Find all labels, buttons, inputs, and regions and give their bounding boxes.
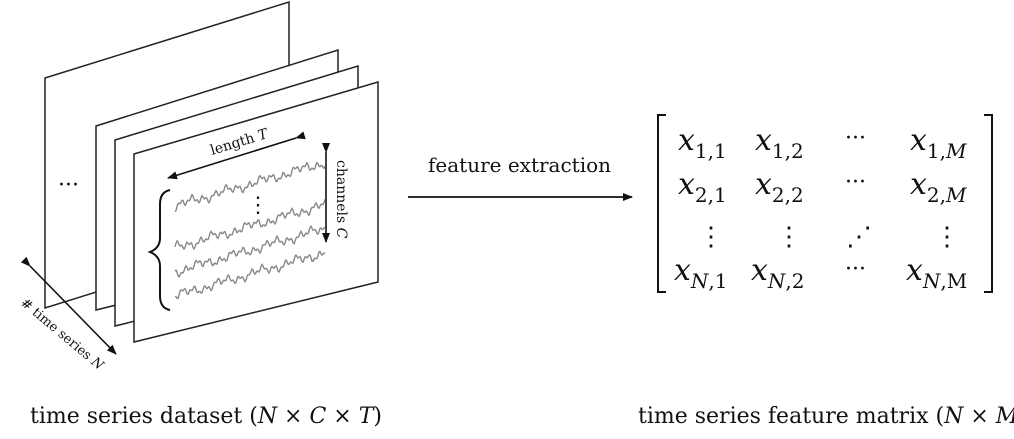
dataset-caption: time series dataset (N × C × T) xyxy=(30,404,383,429)
matrix-entry-1-1: x1,1 xyxy=(678,123,727,163)
matrix-hdots-2: ··· xyxy=(845,170,866,195)
time-series-line-4 xyxy=(174,250,326,300)
matrix-right-bracket xyxy=(984,114,993,293)
matrix-vdots-1: ⋮ xyxy=(698,222,724,252)
panel-ellipsis: ··· xyxy=(58,173,79,198)
matrix-hdots-1: ··· xyxy=(845,126,866,151)
num-series-label: # time series N xyxy=(17,296,106,374)
channel-brace xyxy=(147,189,171,311)
matrix-vdots-m: ⋮ xyxy=(934,222,960,252)
matrix-left-bracket xyxy=(657,114,666,293)
matrix-entry-2-2: x2,2 xyxy=(755,167,804,207)
feature-extraction-label: feature extraction xyxy=(428,153,611,177)
matrix-entry-1-m: x1,M xyxy=(910,123,967,163)
feature-matrix-caption: time series feature matrix (N × M) xyxy=(638,404,1014,429)
time-series-lines xyxy=(174,161,326,300)
matrix-entry-2-1: x2,1 xyxy=(678,167,727,207)
matrix-ddots: ⋰ xyxy=(846,222,872,252)
time-series-line-1 xyxy=(174,161,326,213)
matrix-vdots-2: ⋮ xyxy=(776,222,802,252)
num-series-arrow xyxy=(20,256,117,355)
channels-label: channels C xyxy=(333,160,349,239)
matrix-entry-n-m: xN,M xyxy=(906,253,967,293)
length-arrow xyxy=(167,131,306,180)
matrix-entry-1-2: x1,2 xyxy=(755,123,804,163)
matrix-entry-n-2: xN,2 xyxy=(751,253,805,293)
matrix-hdots-n: ··· xyxy=(845,257,866,282)
time-series-line-2 xyxy=(174,198,326,251)
channel-ellipsis: ⋮ xyxy=(247,193,269,218)
matrix-entry-n-1: xN,1 xyxy=(674,253,728,293)
matrix-entry-2-m: x2,M xyxy=(910,167,967,207)
time-series-line-3 xyxy=(174,225,326,279)
